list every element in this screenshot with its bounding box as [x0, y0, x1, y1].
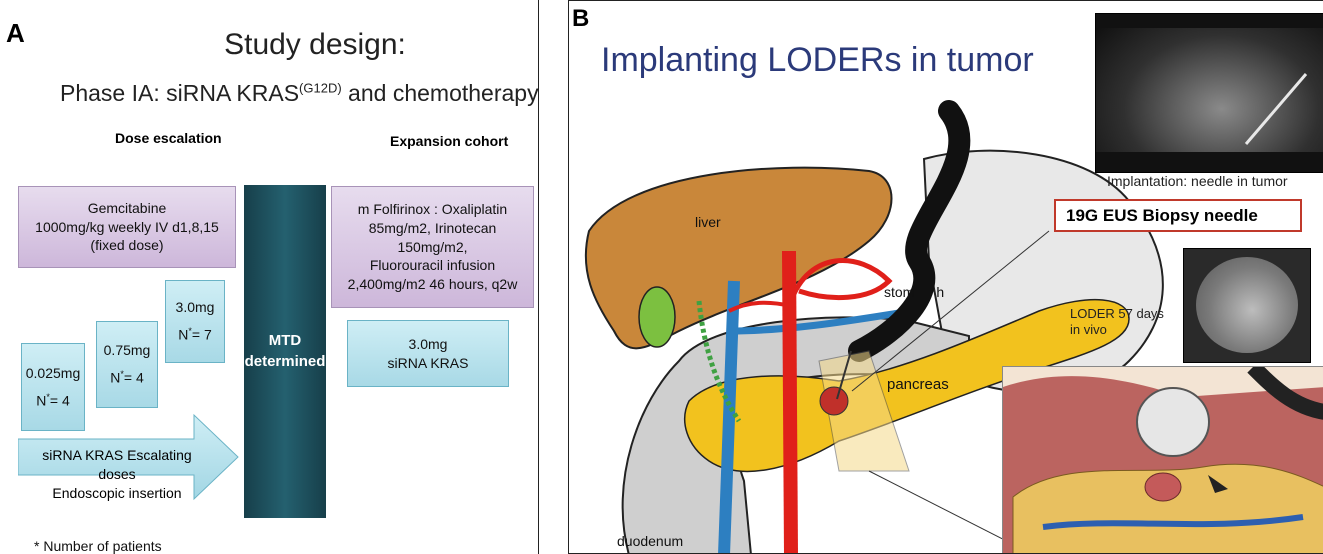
zoomed-pancreas-drawing [1003, 367, 1323, 554]
expansion-cohort-header: Expansion cohort [390, 133, 508, 149]
loder-caption: LODER 57 days in vivo [1070, 306, 1164, 339]
needle-label-box: 19G EUS Biopsy needle [1054, 199, 1302, 232]
zoomed-pancreas-illustration [1002, 366, 1323, 554]
study-design-title: Study design: [0, 28, 540, 62]
ultrasound-caption: Implantation: needle in tumor [1107, 173, 1288, 189]
gemcitabine-box: Gemcitabine 1000mg/kg weekly IV d1,8,15 … [18, 186, 236, 268]
escalation-arrow-label: siRNA KRAS Escalating doses Endoscopic i… [22, 446, 212, 503]
footnote: * Number of patients [34, 538, 162, 554]
dose-box-3mg: 3.0mg N*= 7 [165, 280, 225, 363]
duodenum-label: duodenum [617, 533, 683, 549]
mtd-determined-bar: MTD determined [244, 185, 326, 518]
loder-circle [1196, 257, 1298, 353]
liver-label: liver [695, 214, 721, 230]
study-design-subtitle: Phase IA: siRNA KRAS(G12D) and chemother… [60, 80, 539, 107]
expansion-dose-box: 3.0mg siRNA KRAS [347, 320, 509, 387]
gallbladder-shape [639, 287, 675, 347]
pancreas-label: pancreas [887, 376, 949, 393]
dose-escalation-header: Dose escalation [115, 130, 222, 146]
panel-a: A Study design: Phase IA: siRNA KRAS(G12… [0, 0, 540, 554]
ultrasound-needle-trace [1096, 14, 1323, 172]
dose-box-075mg: 0.75mg N*= 4 [96, 321, 158, 408]
folfirinox-box: m Folfirinox : Oxaliplatin 85mg/m2, Irin… [331, 186, 534, 308]
loder-image [1183, 248, 1311, 363]
tumor-site [820, 387, 848, 415]
ultrasound-image [1095, 13, 1323, 173]
